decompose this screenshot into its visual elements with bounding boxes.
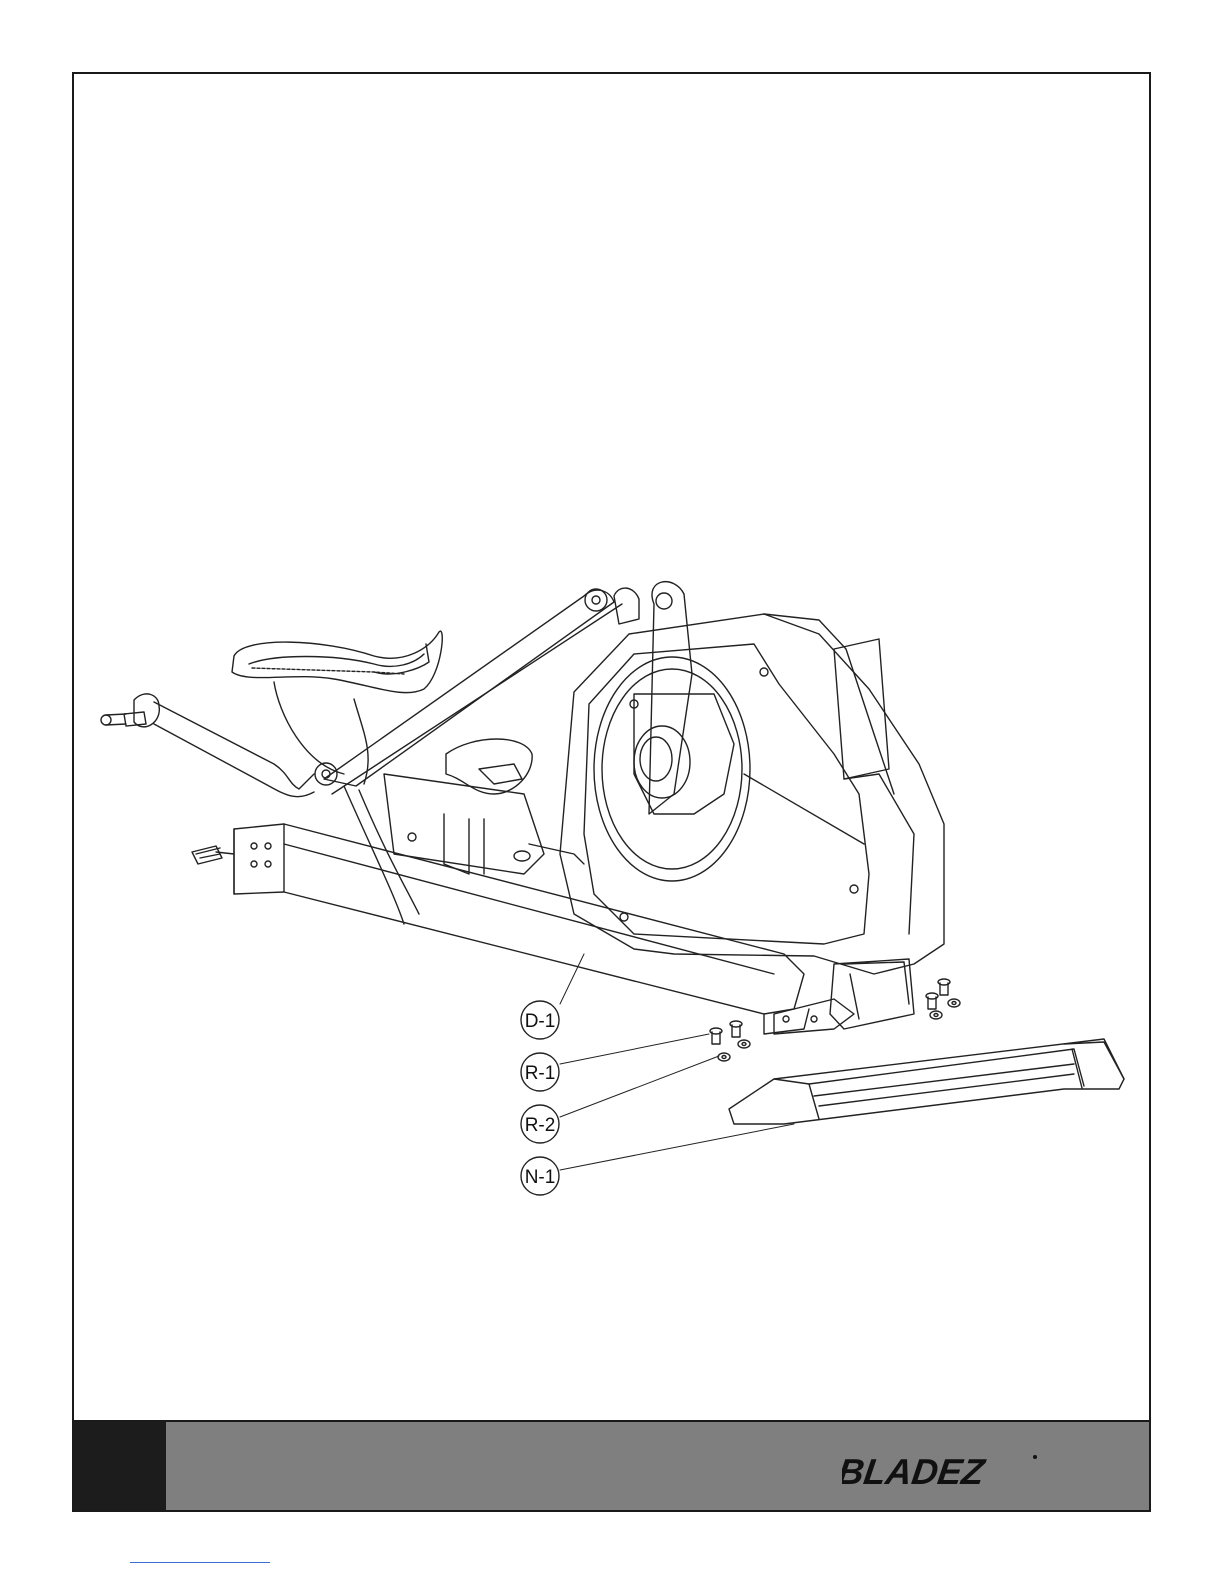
- callout-d1: D-1: [521, 1001, 559, 1039]
- assembly-diagram: D-1 R-1 R-2 N-1: [74, 74, 1149, 1424]
- rear-stabilizer-n1: [729, 1039, 1124, 1124]
- pedals: [232, 631, 532, 794]
- footer-bar: BLADEZ: [74, 1420, 1149, 1510]
- callout-r2: R-2: [521, 1105, 559, 1143]
- bolt-r1-rear: [926, 979, 950, 1009]
- page-number-block: [74, 1422, 166, 1510]
- callout-d1-label: D-1: [525, 1011, 556, 1032]
- brand-wordmark: BLADEZ: [842, 1451, 989, 1492]
- center-support: [384, 774, 584, 874]
- main-rail-d1: [192, 824, 854, 1034]
- callout-n1: N-1: [521, 1157, 559, 1195]
- bladez-logo: BLADEZ: [842, 1444, 1042, 1494]
- rear-foot: [830, 959, 914, 1029]
- manual-page: D-1 R-1 R-2 N-1 BLADEZ: [72, 72, 1151, 1512]
- flywheel-housing: [560, 614, 944, 974]
- callout-n1-label: N-1: [525, 1167, 556, 1188]
- callout-r1-label: R-1: [525, 1063, 556, 1084]
- bolt-r1-front: [710, 1021, 742, 1044]
- washer-r2-front: [718, 1040, 750, 1061]
- bottom-link-underline[interactable]: [130, 1562, 270, 1563]
- callout-leaders: [560, 954, 794, 1170]
- callout-r1: R-1: [521, 1053, 559, 1091]
- callout-r2-label: R-2: [525, 1115, 556, 1136]
